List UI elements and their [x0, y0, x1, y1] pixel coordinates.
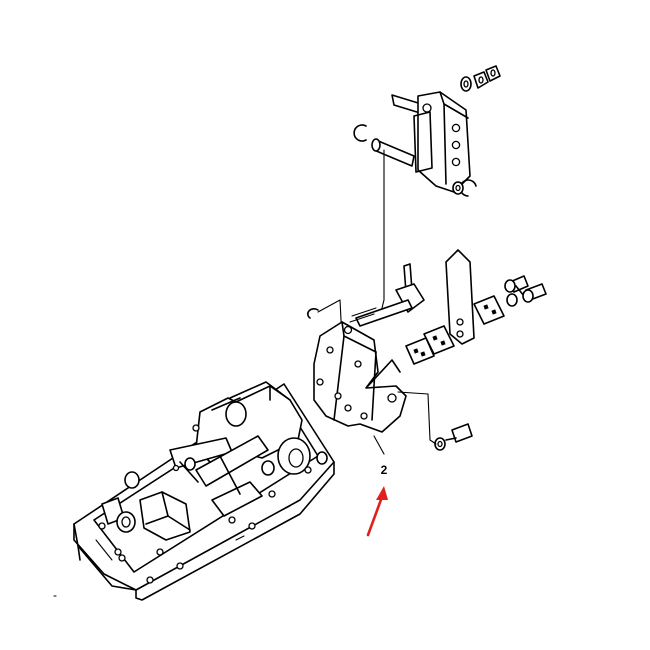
- callout-leader: [373, 435, 385, 455]
- control-lever: [306, 263, 425, 341]
- lift-housing: [73, 381, 335, 601]
- adjuster-plates: [405, 249, 505, 365]
- leader-line-bolt: [397, 391, 437, 445]
- callout-label-2: 2: [381, 463, 388, 477]
- pointer-arrow: [366, 486, 388, 537]
- leader-line: [379, 149, 385, 317]
- bolts-and-washers: [434, 275, 547, 451]
- upper-link-bracket: [353, 65, 501, 197]
- part-2-mounting-plate: [313, 321, 407, 433]
